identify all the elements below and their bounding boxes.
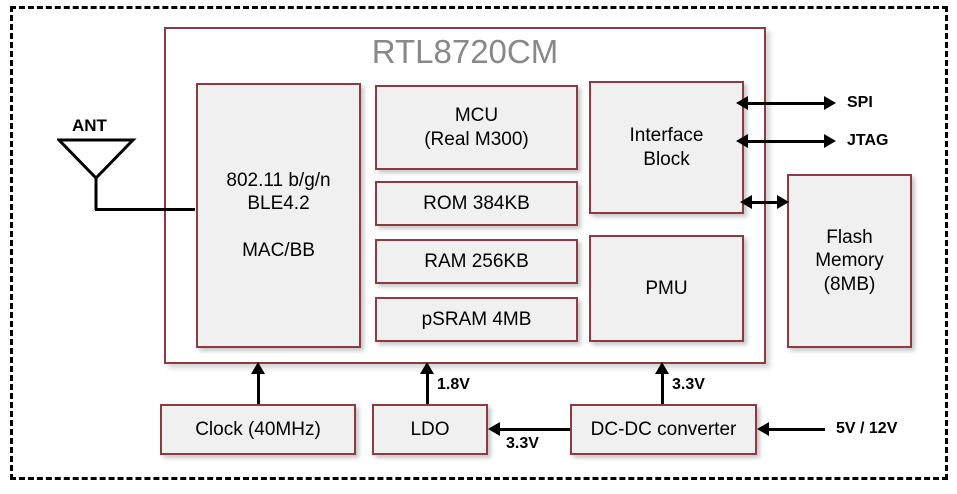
block-pmu: PMU	[589, 235, 744, 342]
spi-label: SPI	[847, 94, 873, 111]
jtag-arrow-left	[736, 134, 748, 148]
ram-label: RAM 256KB	[424, 250, 529, 272]
block-rom: ROM 384KB	[375, 181, 578, 226]
spi-arrow-right	[824, 96, 836, 110]
dcdc-to-ldo-arrow	[488, 422, 500, 436]
clock-line	[257, 373, 260, 404]
dcdc-label: DC-DC converter	[590, 418, 737, 440]
interface-line-2: Block	[643, 148, 690, 170]
psram-label: pSRAM 4MB	[421, 308, 532, 330]
antenna-icon	[57, 138, 137, 210]
antenna-feed-line	[95, 208, 195, 211]
flash-line-1: Flash	[826, 227, 873, 249]
flash-arrow-left	[740, 195, 752, 209]
ldo-label: LDO	[410, 418, 450, 440]
block-interface: Interface Block	[589, 81, 744, 214]
block-dcdc-converter: DC-DC converter	[570, 404, 757, 455]
clock-label: Clock (40MHz)	[195, 418, 321, 440]
jtag-label: JTAG	[847, 132, 889, 149]
dcdc-arrow-up	[655, 362, 669, 374]
dcdc-out-voltage-label: 3.3V	[672, 376, 705, 393]
flash-arrow-right	[777, 195, 789, 209]
dcdc-out-line	[661, 373, 664, 404]
block-flash-memory: Flash Memory (8MB)	[787, 174, 912, 348]
jtag-line	[748, 140, 826, 143]
dcdc-to-ldo-voltage-label: 3.3V	[506, 435, 539, 452]
antenna-label: ANT	[72, 116, 107, 135]
ldo-arrow-up	[420, 362, 434, 374]
spi-arrow-left	[736, 96, 748, 110]
mcu-line-1: MCU	[454, 105, 499, 127]
block-mcu: MCU (Real M300)	[375, 85, 578, 170]
dcdc-to-ldo-line	[500, 428, 570, 431]
block-mac-bb: 802.11 b/g/n BLE4.2 MAC/BB	[196, 83, 361, 348]
ldo-out-line	[426, 373, 429, 404]
supply-arrow	[757, 422, 769, 436]
ldo-out-voltage-label: 1.8V	[437, 376, 470, 393]
jtag-arrow-right	[824, 134, 836, 148]
flash-bus-line	[750, 201, 783, 204]
macbb-spacer	[226, 215, 330, 239]
chip-title: RTL8720CM	[371, 33, 559, 70]
supply-line	[769, 428, 825, 431]
spi-line	[748, 102, 826, 105]
rom-label: ROM 384KB	[423, 192, 530, 214]
macbb-line-1: 802.11 b/g/n	[226, 169, 331, 191]
mcu-line-2: (Real M300)	[424, 128, 529, 150]
macbb-line-2: BLE4.2	[247, 192, 310, 214]
interface-line-1: Interface	[629, 125, 704, 147]
clock-arrow-up	[251, 362, 265, 374]
block-ram: RAM 256KB	[375, 239, 578, 284]
supply-voltage-label: 5V / 12V	[836, 420, 898, 437]
block-clock: Clock (40MHz)	[160, 404, 356, 455]
macbb-line-3: MAC/BB	[242, 240, 315, 262]
block-psram: pSRAM 4MB	[375, 297, 578, 342]
module-boundary	[10, 6, 948, 480]
flash-line-2: Memory	[815, 250, 884, 272]
pmu-label: PMU	[645, 277, 688, 299]
block-ldo: LDO	[372, 404, 488, 455]
flash-line-3: (8MB)	[823, 273, 876, 295]
